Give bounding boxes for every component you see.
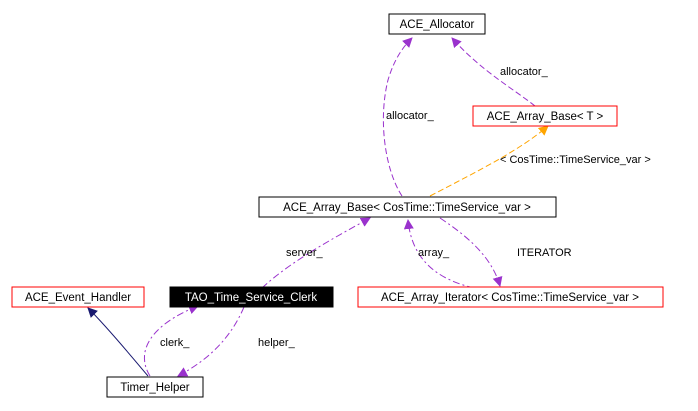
edge-inheritance	[87, 307, 149, 377]
edge-label-server: server_	[286, 247, 324, 259]
node-label-ace-array-base-t: ACE_Array_Base< T >	[487, 111, 604, 123]
edge-array	[403, 219, 475, 289]
node-label-timer-helper: Timer_Helper	[120, 382, 189, 394]
node-ace-array-iterator[interactable]: ACE_Array_Iterator< CosTime::TimeService…	[357, 286, 664, 308]
node-label-ace-array-iterator: ACE_Array_Iterator< CosTime::TimeService…	[381, 292, 639, 304]
edge-helper	[177, 306, 245, 377]
edge-label-helper: helper_	[258, 337, 296, 349]
node-ace-array-base-t[interactable]: ACE_Array_Base< T >	[472, 105, 618, 127]
node-tao-time-service-clerk[interactable]: TAO_Time_Service_Clerk	[169, 286, 334, 308]
edge-label-allocator-left: allocator_	[386, 110, 435, 122]
edge-array-base-t-allocator	[451, 37, 536, 107]
node-label-ace-array-base-cos: ACE_Array_Base< CosTime::TimeService_var…	[283, 202, 531, 214]
edge-label-clerk: clerk_	[160, 337, 190, 349]
edge-iterator	[439, 217, 503, 287]
node-timer-helper[interactable]: Timer_Helper	[106, 376, 204, 398]
node-ace-array-base-cos[interactable]: ACE_Array_Base< CosTime::TimeService_var…	[258, 196, 557, 218]
edge-template-instantiation	[429, 125, 549, 197]
node-ace-event-handler[interactable]: ACE_Event_Handler	[11, 286, 145, 308]
edge-label-iterator: ITERATOR	[517, 247, 572, 259]
node-label-ace-event-handler: ACE_Event_Handler	[25, 292, 131, 304]
node-ace-allocator[interactable]: ACE_Allocator	[388, 13, 486, 35]
edge-server	[261, 217, 371, 289]
node-label-tao-time-service-clerk: TAO_Time_Service_Clerk	[185, 292, 318, 304]
edge-label-template-args: < CosTime::TimeService_var >	[500, 154, 651, 166]
edge-label-array: array_	[418, 247, 450, 259]
edge-array-base-cos-allocator	[382, 37, 413, 197]
node-label-ace-allocator: ACE_Allocator	[400, 19, 475, 31]
edge-label-allocator-right: allocator_	[500, 66, 549, 78]
